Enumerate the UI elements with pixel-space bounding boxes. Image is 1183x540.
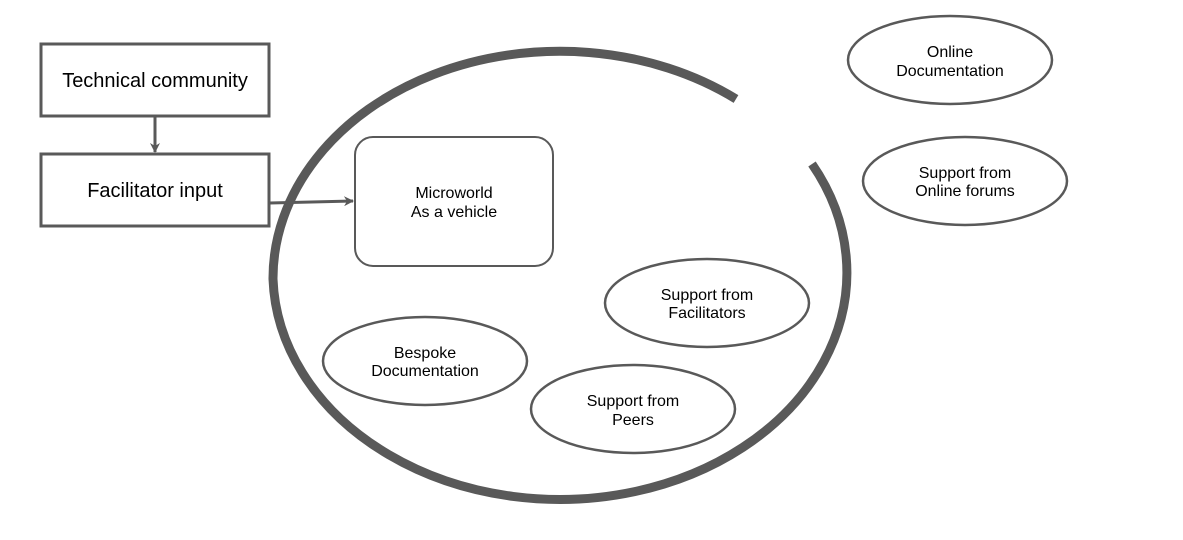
facilitator-input-node[interactable]: Facilitator input xyxy=(39,152,271,228)
support-online-forums-node[interactable]: Support from Online forums xyxy=(861,135,1069,227)
support-online-forums-ellipse xyxy=(861,135,1069,227)
support-online-forums-label-line2: Online forums xyxy=(915,183,1015,200)
support-peers-label-line2: Peers xyxy=(612,412,654,429)
online-documentation-ellipse xyxy=(846,14,1054,106)
microworld-label-line1: Microworld xyxy=(415,185,492,202)
support-facilitators-label-line1: Support from xyxy=(661,287,753,304)
online-documentation-label-line2: Documentation xyxy=(896,63,1004,80)
online-documentation-node[interactable]: Online Documentation xyxy=(846,14,1054,106)
technical-community-node[interactable]: Technical community xyxy=(39,42,271,118)
arrow-facilitator-to-microworld xyxy=(269,196,354,207)
microworld-node[interactable]: Microworld As a vehicle xyxy=(354,136,554,267)
bespoke-documentation-label-line1: Bespoke xyxy=(394,345,456,362)
support-facilitators-ellipse xyxy=(603,257,811,349)
bespoke-documentation-node[interactable]: Bespoke Documentation xyxy=(321,315,529,407)
support-peers-node[interactable]: Support from Peers xyxy=(529,363,737,455)
support-facilitators-label-line2: Facilitators xyxy=(668,305,745,322)
support-peers-label-line1: Support from xyxy=(587,393,679,410)
microworld-box xyxy=(354,136,554,267)
technical-community-label: Technical community xyxy=(62,70,248,92)
support-facilitators-node[interactable]: Support from Facilitators xyxy=(603,257,811,349)
facilitator-input-box xyxy=(39,152,271,228)
online-documentation-label-line1: Online xyxy=(927,44,973,61)
microworld-label-line2: As a vehicle xyxy=(411,204,497,221)
bespoke-documentation-label-line2: Documentation xyxy=(371,363,479,380)
support-online-forums-label-line1: Support from xyxy=(919,165,1011,182)
support-peers-ellipse xyxy=(529,363,737,455)
bespoke-documentation-ellipse xyxy=(321,315,529,407)
open-circle-boundary xyxy=(268,46,852,504)
facilitator-input-label: Facilitator input xyxy=(87,180,223,202)
